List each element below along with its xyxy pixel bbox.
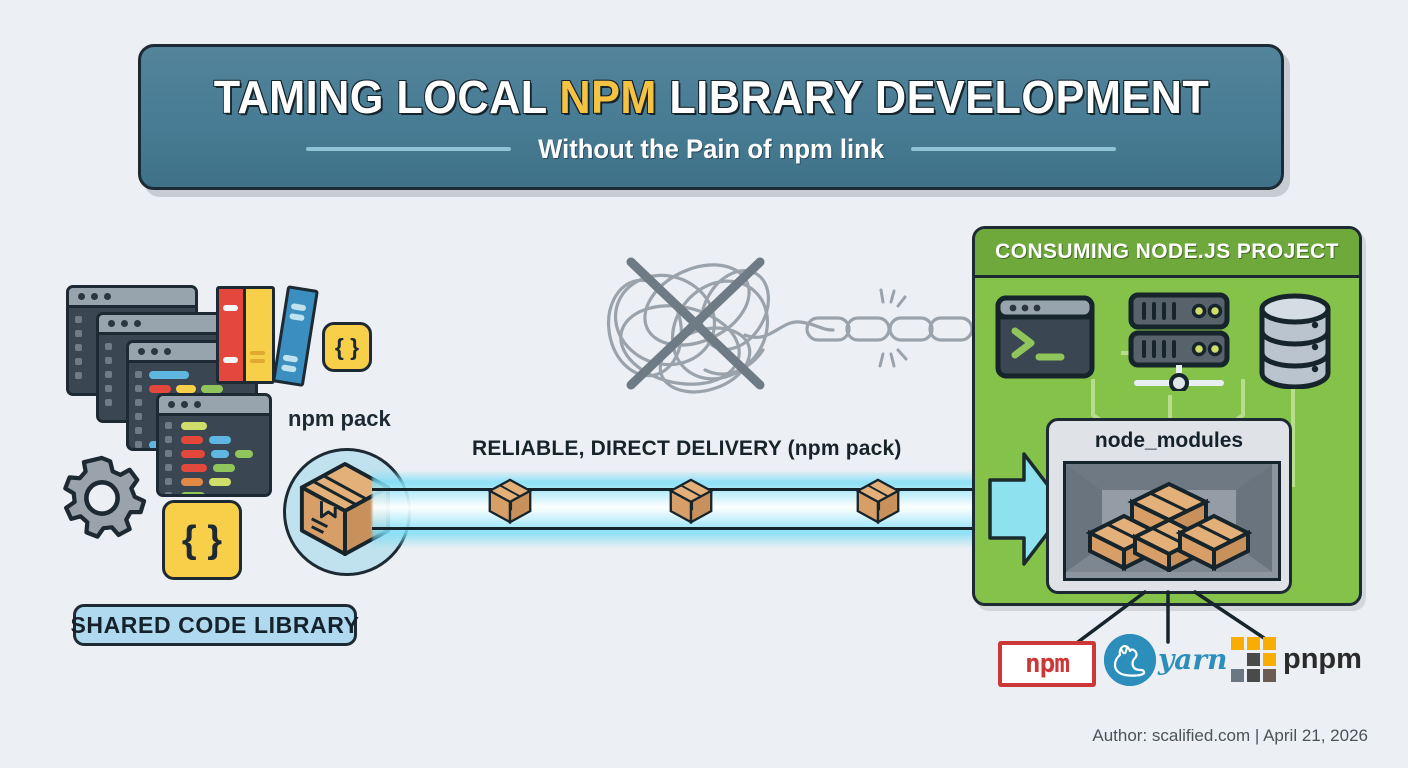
beam-edge-bottom [372,527,1072,530]
delivery-label: RELIABLE, DIRECT DELIVERY (npm pack) [472,437,902,460]
title-highlight-npm: NPM [558,70,657,123]
code-window-icon [156,393,272,497]
window-dot [104,293,111,300]
title-part-2: LIBRARY DEVELOPMENT [656,70,1209,123]
pnpm-logo-icon [1230,636,1278,689]
shared-code-library-badge: SHARED CODE LIBRARY [70,604,359,646]
window-titlebar [159,396,269,416]
footer-credit: Author: scalified.com | April 21, 2026 [1092,726,1368,745]
title-part-1: TAMING LOCAL [213,70,559,123]
red-book [216,286,248,384]
chain-break-sparks [878,288,908,368]
window-titlebar [69,288,195,308]
database-icon [1257,293,1333,394]
window-body [99,335,225,420]
subtitle-row: Without the Pain of npm link [305,133,1117,165]
divider-right [911,147,1117,151]
window-titlebar [99,315,225,335]
project-panel-header: CONSUMING NODE.JS PROJECT [975,229,1359,278]
npm-logo: npm [998,641,1096,687]
blue-book [272,285,319,388]
yarn-logo-text: yarn [1158,643,1228,676]
title-banner: TAMING LOCAL NPM LIBRARY DEVELOPMENT Wit… [138,44,1284,190]
window-body [159,416,269,494]
json-tile-large-icon: { } [162,500,242,580]
node-modules-label: node_modules [1094,429,1244,452]
node-modules-store [1063,461,1281,581]
json-glyph: { } [334,333,360,360]
beam-glow [372,470,1072,548]
window-dot [91,293,98,300]
gear-icon [56,452,148,549]
node-modules-box: node_modules [1046,418,1292,594]
divider-left [305,147,511,151]
beam-edge-top [372,488,1072,491]
window-dot [78,293,85,300]
package-manager-connectors [1076,590,1272,644]
json-glyph: { } [181,518,223,561]
yarn-logo-icon [1104,634,1156,686]
tangled-scribble-icon [585,250,985,415]
moving-package-icon [487,477,533,530]
page-title: TAMING LOCAL NPM LIBRARY DEVELOPMENT [213,70,1208,124]
json-tile-small-icon: { } [322,322,372,372]
pnpm-logo-text: pnpm [1283,643,1362,675]
terminal-icon [995,295,1095,384]
page-subtitle: Without the Pain of npm link [537,133,885,164]
delivery-beam [372,470,1072,548]
project-panel-title: CONSUMING NODE.JS PROJECT [995,240,1339,263]
moving-package-icon [668,477,714,530]
npm-pack-label: npm pack [288,406,391,431]
npm-logo-text: npm [1025,649,1070,679]
yellow-book [243,286,275,384]
delivery-arrowhead [988,452,1068,571]
server-rack-icon [1127,291,1231,396]
window-body [69,308,195,393]
moving-package-icon [855,477,901,530]
